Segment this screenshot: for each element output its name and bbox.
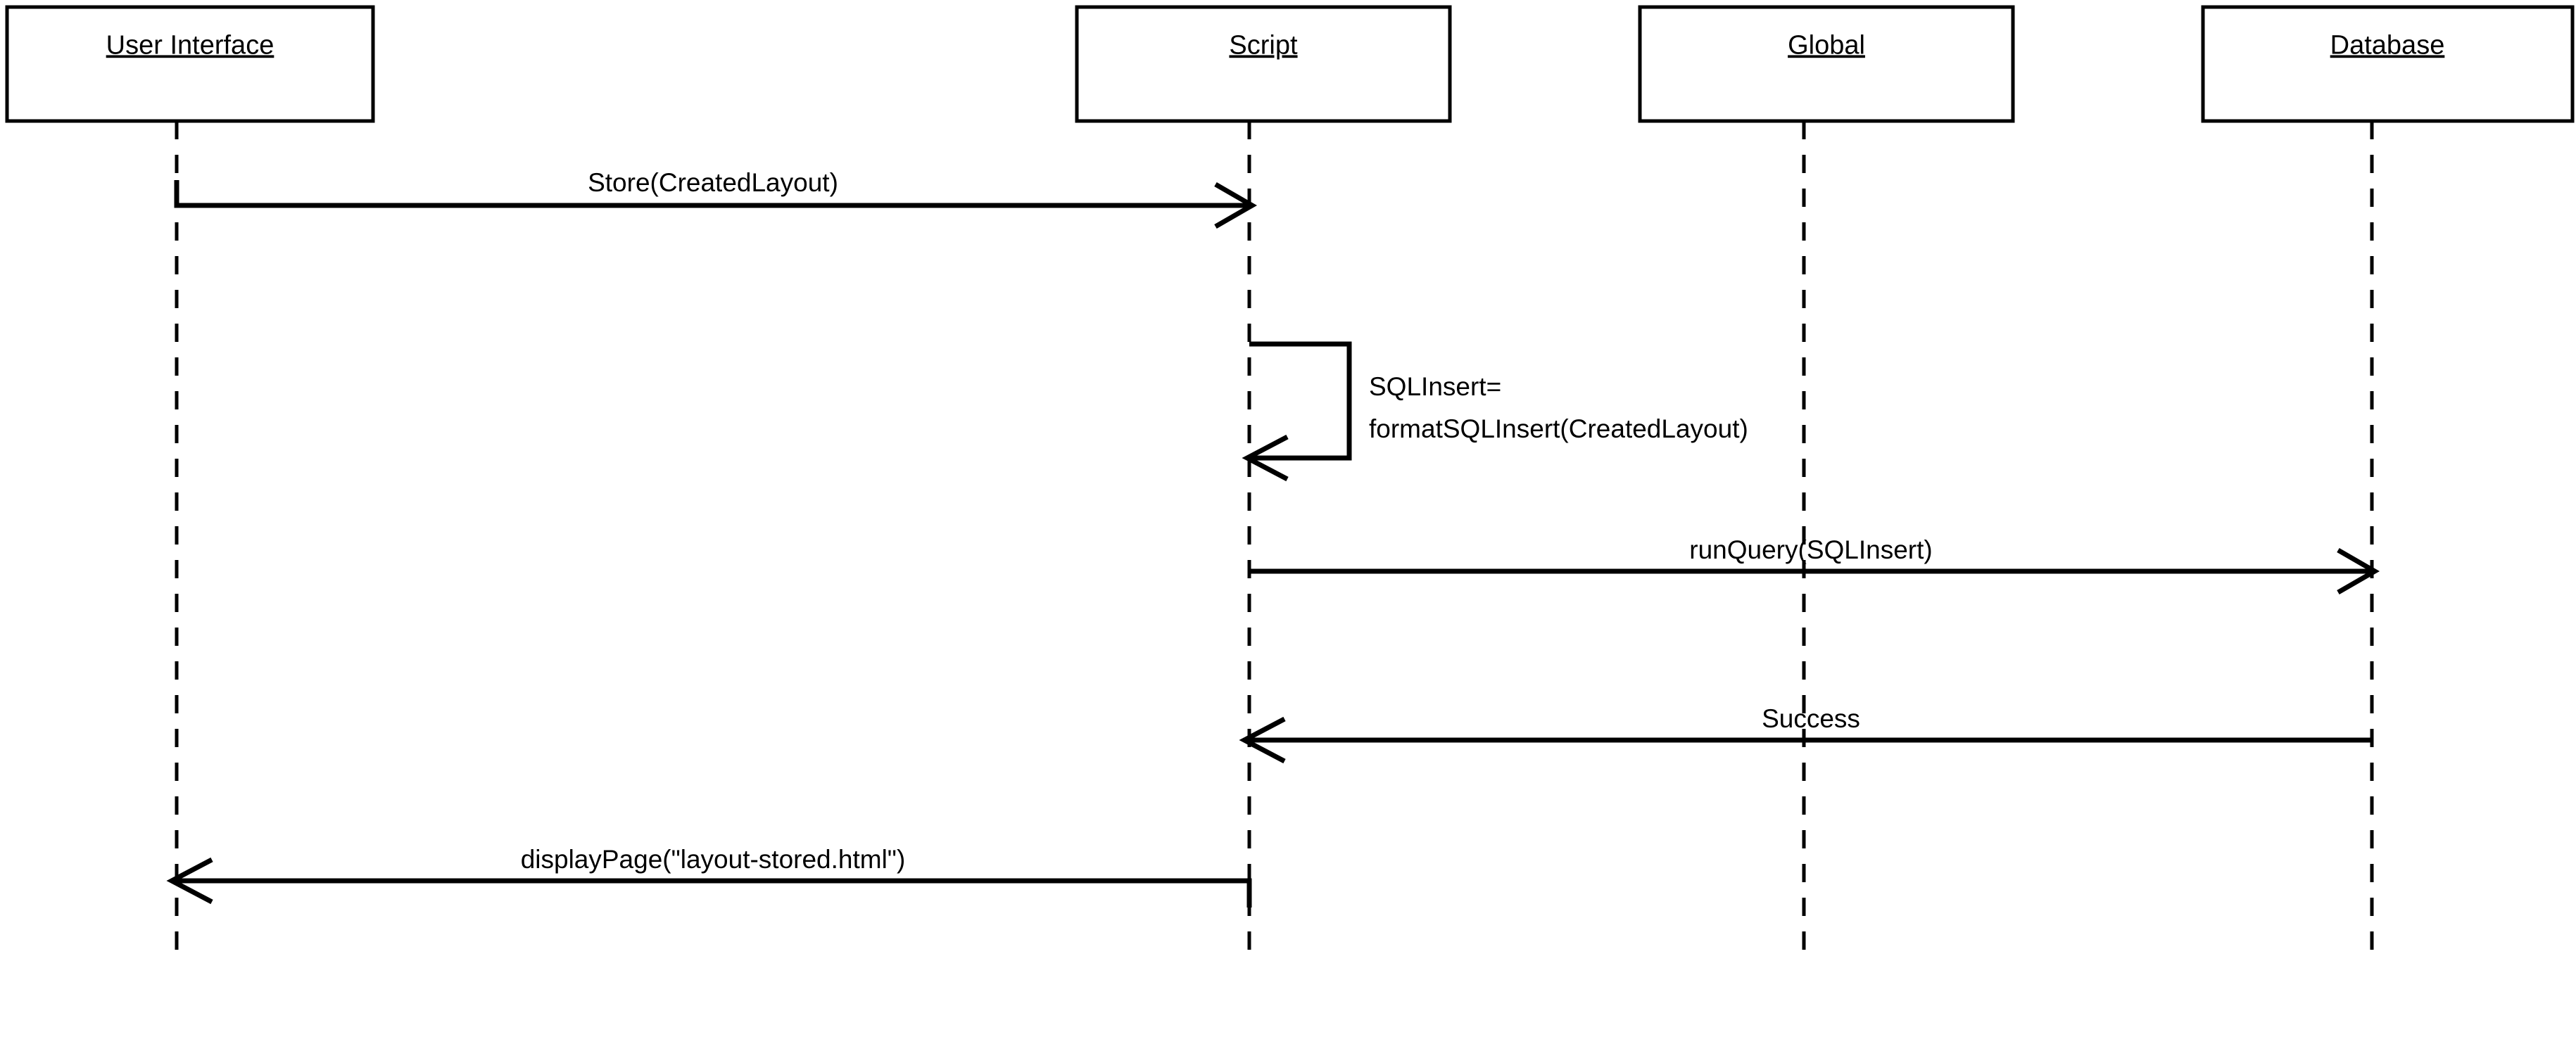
message-label-2-line1: SQLInsert= [1369,372,1501,401]
message-display-page[interactable]: displayPage("layout-stored.html") [166,845,1252,908]
arrowhead-right-3 [2337,547,2380,595]
message-success[interactable]: Success [1239,704,2372,764]
participant-label-database: Database [2330,30,2445,60]
participant-box-script[interactable] [1075,5,1452,123]
message-label-3: runQuery(SQLInsert) [1689,535,1932,564]
message-format-sql-insert-self-call[interactable]: SQLInsert= formatSQLInsert(CreatedLayout… [1242,341,1748,482]
message-label-5: displayPage("layout-stored.html") [521,845,906,874]
arrowhead-right-1 [1214,182,1258,229]
participant-database[interactable]: Database [2201,5,2575,123]
message-run-query[interactable]: runQuery(SQLInsert) [1249,535,2380,595]
message-label-4: Success [1762,704,1860,733]
message-label-2-line2: formatSQLInsert(CreatedLayout) [1369,414,1748,443]
arrowhead-left-5 [166,857,213,905]
participant-box-global[interactable] [1638,5,2015,123]
message-store-created-layout[interactable]: Store(CreatedLayout) [174,168,1258,229]
message-line-1[interactable] [174,180,1249,208]
arrowhead-left-4 [1239,716,1286,764]
participant-box-database[interactable] [2201,5,2575,123]
participant-user-interface[interactable]: User Interface [5,5,375,123]
participant-label-script: Script [1229,30,1298,60]
message-line-5[interactable] [177,878,1252,908]
participant-script[interactable]: Script [1075,5,1452,123]
participant-box-user-interface[interactable] [5,5,375,123]
participant-label-global: Global [1788,30,1865,60]
self-call-path-2[interactable] [1249,341,1352,461]
lifelines-group [175,121,2374,965]
message-label-1: Store(CreatedLayout) [588,168,838,197]
arrowhead-left-2 [1242,434,1289,482]
participant-label-user-interface: User Interface [106,30,274,60]
participant-global[interactable]: Global [1638,5,2015,123]
